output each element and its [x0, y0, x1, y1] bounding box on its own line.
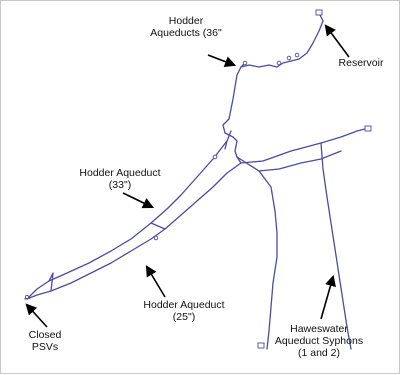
label-hodder-aqueduct-25-line1: Hodder Aqueduct: [143, 299, 225, 311]
label-haweswater-syphons-line3: (1 and 2): [297, 347, 341, 359]
pipe-node: [24, 294, 30, 300]
pipe-node: [212, 154, 218, 160]
label-hodder-aqueducts-36-line1: Hodder: [168, 15, 204, 27]
hodder-aqueduct-25-pipe: [26, 162, 242, 300]
hodder-aqueduct-33-pipe: [24, 140, 228, 300]
junction-loop: [222, 118, 242, 164]
pipe-node: [242, 60, 248, 66]
label-haweswater-syphons-line1: Haweswater: [290, 323, 348, 335]
haweswater-syphon-2: [320, 142, 352, 350]
reservoir-node: [315, 9, 323, 16]
arrow-haweswater-syphons: [320, 274, 336, 320]
arrow-hodder-aqueducts-36: [207, 54, 237, 68]
label-hodder-aqueduct-33-line1: Hodder Aqueduct: [79, 167, 161, 179]
east-secondary-pipe: [236, 150, 342, 172]
pipe-node: [276, 60, 282, 66]
arrow-reservoir: [324, 24, 350, 58]
label-closed-psvs-line2: PSVs: [31, 341, 59, 353]
label-hodder-aqueducts-36-line2: Aqueducts (36": [150, 27, 222, 39]
label-closed-psvs-line1: Closed: [28, 329, 62, 341]
pipe-node: [153, 235, 159, 241]
label-hodder-aqueduct-33-line2: (33"): [108, 179, 132, 191]
east-node: [364, 125, 372, 132]
pipe-node: [286, 55, 292, 61]
label-hodder-aqueduct-25-line2: (25"): [172, 311, 196, 323]
label-closed-psvs: Closed PSVs: [19, 329, 71, 353]
cross-connector-2: [48, 272, 54, 292]
label-hodder-aqueducts-36: Hodder Aqueducts (36": [131, 15, 241, 39]
label-hodder-aqueduct-33: Hodder Aqueduct (33"): [65, 167, 175, 191]
arrow-hodder-aqueduct-25: [145, 265, 166, 298]
label-haweswater-syphons-line2: Aqueduct Syphons: [274, 335, 364, 347]
east-trunk-pipe: [240, 128, 366, 164]
cross-connector-1: [150, 222, 166, 230]
label-haweswater-syphons: Haweswater Aqueduct Syphons (1 and 2): [259, 323, 379, 359]
label-reservoir: Reservoir: [331, 57, 391, 69]
haweswater-syphon-1: [258, 170, 278, 350]
hodder-aqueduct-36-pipe: [228, 12, 324, 120]
label-hodder-aqueduct-25: Hodder Aqueduct (25"): [129, 299, 239, 323]
arrow-closed-psvs: [25, 303, 48, 328]
arrow-hodder-aqueduct-33: [122, 192, 155, 209]
south-node: [257, 342, 265, 349]
label-reservoir-line1: Reservoir: [338, 57, 384, 69]
pipe-node: [294, 52, 300, 58]
